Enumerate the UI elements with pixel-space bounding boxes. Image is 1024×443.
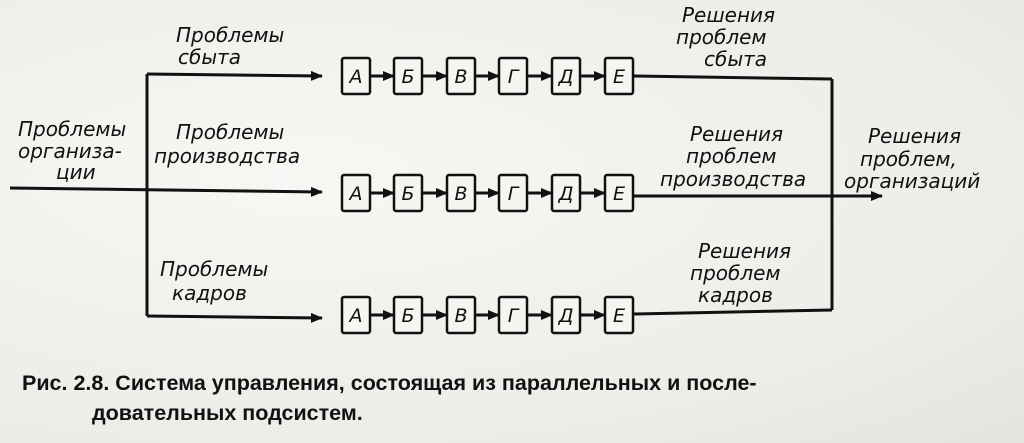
subsystem-box-label: А: [348, 305, 363, 327]
caption-line2: довательных подсистем.: [92, 401, 363, 425]
solution-label-sales-line1: Решения: [682, 3, 775, 27]
solution-label-staff-line2: проблем: [690, 261, 781, 285]
subsystem-box-label: Д: [558, 183, 574, 205]
top-output-line: [631, 74, 833, 81]
subsystem-box-label: В: [454, 183, 467, 205]
input-label-line2: организа-: [18, 139, 122, 163]
problem-label-staff-line2: кадров: [172, 281, 247, 305]
output-label-line3: организаций: [844, 169, 980, 193]
caption-line1: Рис. 2.8. Система управления, состоящая …: [22, 371, 757, 395]
subsystem-row-production: А Б В Г Д Е: [340, 173, 635, 213]
subsystem-box-label: Е: [613, 305, 625, 327]
subsystem-box: [603, 295, 635, 335]
solution-label-staff-line3: кадров: [698, 283, 773, 307]
solution-label-staff-line1: Решения: [698, 239, 791, 263]
subsystem-box-label: А: [348, 66, 363, 88]
input-label-line1: Проблемы: [18, 117, 126, 141]
subsystem-box-label: Д: [558, 66, 574, 88]
subsystem-box: [603, 173, 635, 213]
subsystem-box-label: А: [348, 183, 363, 205]
input-label-line3: ции: [56, 160, 96, 184]
subsystem-box-label: Е: [613, 183, 625, 205]
subsystem-box-label: Е: [613, 66, 625, 88]
bottom-output-line: [631, 308, 833, 316]
output-label-line1: Решения: [868, 124, 961, 148]
subsystem-box-label: Б: [401, 305, 414, 327]
problem-label-sales-line1: Проблемы: [176, 23, 284, 47]
subsystem-row-sales: А Б В Г Д Е: [340, 56, 635, 96]
bottom-branch-line: [146, 312, 323, 323]
input-line: [9, 186, 323, 197]
top-branch-line: [146, 70, 323, 81]
output-label-line2: проблем,: [860, 147, 957, 171]
solution-label-production-line3: производства: [660, 167, 806, 191]
problem-label-sales-line2: сбыта: [178, 45, 241, 69]
problem-label-production-line1: Проблемы: [176, 120, 284, 144]
subsystem-box-label: Г: [508, 183, 520, 205]
subsystem-box-label: В: [454, 66, 467, 88]
subsystem-box-label: Д: [558, 305, 574, 327]
solution-label-sales-line2: проблем: [676, 25, 767, 49]
connector-lines: [9, 70, 883, 323]
solution-label-production-line2: проблем: [686, 144, 777, 168]
subsystem-box: [603, 56, 635, 96]
subsystem-box-label: Г: [508, 305, 520, 327]
subsystem-row-staff: А Б В Г Д Е: [340, 295, 635, 335]
subsystem-box-label: Б: [401, 66, 414, 88]
problem-label-production-line2: производства: [154, 144, 300, 168]
subsystem-box-label: Б: [401, 183, 414, 205]
subsystem-box-label: Г: [508, 66, 520, 88]
problem-label-staff-line1: Проблемы: [160, 257, 268, 281]
subsystem-rows: А Б В Г Д Е А Б В Г Д Е А Б В Г Д Е: [340, 56, 635, 335]
solution-label-sales-line3: сбыта: [704, 47, 767, 71]
parallel-serial-diagram: А Б В Г Д Е А Б В Г Д Е А Б В Г Д Е Проблемы организа- ци…: [9, 3, 980, 335]
figure-caption: Рис. 2.8. Система управления, состоящая …: [22, 368, 1012, 428]
solution-label-production-line1: Решения: [690, 122, 783, 146]
subsystem-box-label: В: [454, 305, 467, 327]
